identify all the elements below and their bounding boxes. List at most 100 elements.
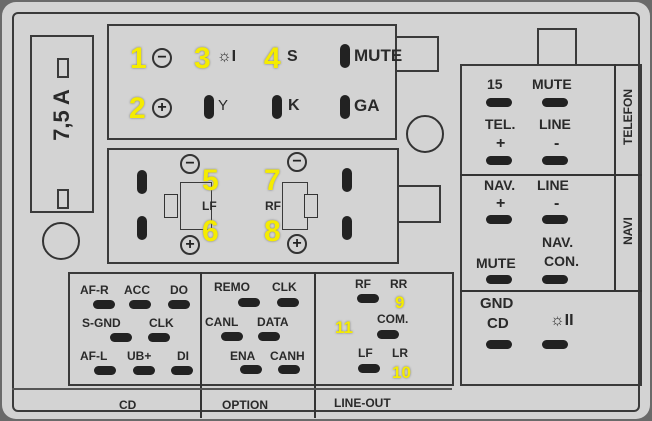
navi-pin-con: CON. <box>544 253 579 269</box>
speaker-connector <box>107 148 399 264</box>
mute-pin-label: MUTE <box>354 46 403 65</box>
k-pin-label: K <box>288 97 300 114</box>
minus-icon: − <box>287 152 307 172</box>
minus-icon: − <box>180 154 200 174</box>
pin <box>168 300 190 309</box>
pin-number-7: 7 <box>264 164 281 197</box>
option-pin-clk: CLK <box>272 280 297 294</box>
s-pin-label: S <box>287 48 298 65</box>
navi-pin-mute: MUTE <box>476 255 516 271</box>
right-connector-top-tab <box>537 28 577 66</box>
plus-icon: + <box>180 235 200 255</box>
pin-number-6: 6 <box>202 215 219 248</box>
pin <box>377 330 399 339</box>
pin <box>240 365 262 374</box>
divider <box>614 64 616 292</box>
light-pin-label: ☼I <box>217 48 237 65</box>
right-front-label: RF <box>265 199 281 213</box>
line-out-pin-lr: LR <box>392 346 408 360</box>
fuse-label: 7,5 A <box>49 89 74 141</box>
pin-number-2: 2 <box>129 92 146 125</box>
pin <box>542 215 568 224</box>
pin <box>357 294 379 303</box>
pin <box>129 300 151 309</box>
pin-number-3: 3 <box>194 42 211 75</box>
right-speaker-icon <box>304 194 318 218</box>
pin <box>486 156 512 165</box>
cd-pin-ub-plus: UB+ <box>127 349 152 363</box>
pin <box>272 95 282 119</box>
navi-minus: - <box>554 195 560 212</box>
option-pin-remo: REMO <box>214 280 250 294</box>
pin <box>486 340 512 349</box>
pin <box>342 168 352 192</box>
pin <box>358 364 380 373</box>
pin <box>94 366 116 375</box>
divider <box>314 272 316 418</box>
navi-pin-nav-con: NAV. <box>542 234 574 250</box>
pin-number-11: 11 <box>335 318 353 337</box>
navi-plus: + <box>496 195 506 212</box>
pin <box>277 298 299 307</box>
pin <box>278 365 300 374</box>
pin <box>93 300 115 309</box>
pin <box>204 95 214 119</box>
pin <box>137 216 147 240</box>
fuse-pin-top <box>57 58 69 78</box>
line-out-pin-rr: RR <box>390 277 408 291</box>
cd-label: CD <box>487 315 509 332</box>
cd-section-title: CD <box>119 398 137 412</box>
pin <box>342 216 352 240</box>
telefon-pin-line: LINE <box>539 116 571 132</box>
pin-number-10: 10 <box>392 363 411 382</box>
line-out-section-title: LINE-OUT <box>334 396 391 410</box>
navi-pin-nav: NAV. <box>484 177 516 193</box>
pin <box>486 98 512 107</box>
cd-pin-af-l: AF-L <box>80 349 108 363</box>
right-connector-frame <box>460 64 642 386</box>
pin <box>486 215 512 224</box>
pin <box>137 170 147 194</box>
divider <box>460 290 642 292</box>
line-out-pin-lf: LF <box>358 346 373 360</box>
option-pin-canh: CANH <box>270 349 305 363</box>
power-connector-top <box>107 24 397 140</box>
left-front-label: LF <box>202 199 217 213</box>
telefon-minus: - <box>554 135 560 152</box>
cd-pin-clk: CLK <box>149 316 174 330</box>
pin <box>486 275 512 284</box>
left-speaker-icon <box>164 194 178 218</box>
pin-number-1: 1 <box>130 42 147 75</box>
pin <box>221 332 243 341</box>
pin <box>110 333 132 342</box>
line-out-pin-com: COM. <box>377 312 409 326</box>
mount-hole-center <box>406 115 444 153</box>
left-speaker-wiring <box>180 182 212 230</box>
power-connector-notch <box>395 36 439 72</box>
minus-icon: − <box>152 48 172 68</box>
cd-pin-af-r: AF-R <box>80 283 109 297</box>
navi-section-title: NAVI <box>621 217 635 245</box>
pin <box>340 95 350 119</box>
pin <box>542 156 568 165</box>
ga-pin-label: GA <box>354 96 380 115</box>
pin <box>258 332 280 341</box>
pin-number-8: 8 <box>264 215 281 248</box>
pin <box>238 298 260 307</box>
pin <box>542 340 568 349</box>
telefon-plus: + <box>496 135 506 152</box>
pin-number-4: 4 <box>264 42 281 75</box>
telefon-pin-15: 15 <box>487 76 503 92</box>
pin <box>340 44 350 68</box>
divider <box>12 388 452 390</box>
pin <box>133 366 155 375</box>
speaker-connector-notch <box>397 185 441 223</box>
telefon-pin-tel: TEL. <box>485 116 516 132</box>
option-pin-data: DATA <box>257 315 289 329</box>
pin-number-9: 9 <box>395 293 405 312</box>
telefon-section-title: TELEFON <box>621 89 635 145</box>
pin-number-5: 5 <box>202 164 219 197</box>
gnd-label: GND <box>480 295 514 312</box>
fuse-block <box>30 35 94 213</box>
